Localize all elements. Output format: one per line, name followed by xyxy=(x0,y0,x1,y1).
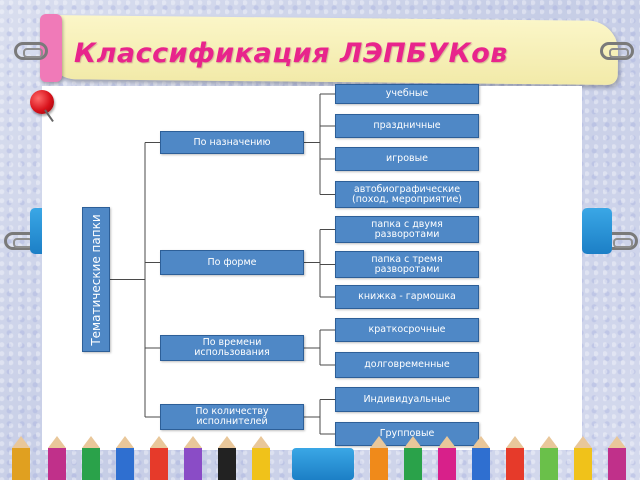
pencil-icon xyxy=(438,436,456,480)
group-node-usage-time: По времени использования xyxy=(160,335,304,361)
pencil-icon xyxy=(540,436,558,480)
pencil-icon xyxy=(404,436,422,480)
pencil-icon xyxy=(82,436,100,480)
root-node-label: Тематические папки xyxy=(89,213,103,346)
leaf-node-individual: Индивидуальные xyxy=(335,387,479,412)
pushpin-icon xyxy=(30,90,54,114)
leaf-node-two-spreads: папка с двумя разворотами xyxy=(335,216,479,243)
leaf-node-autobiographical: автобиографические (поход, мероприятие) xyxy=(335,181,479,208)
pencil-icon xyxy=(218,436,236,480)
right-blue-tab xyxy=(582,208,612,254)
leaf-node-long-term: долговременные xyxy=(335,352,479,378)
group-node-purpose: По назначению xyxy=(160,131,304,154)
pencil-icon xyxy=(574,436,592,480)
paperclip-icon xyxy=(14,42,48,60)
leaf-node-three-spreads: папка с тремя разворотами xyxy=(335,251,479,278)
leaf-node-educational: учебные xyxy=(335,84,479,104)
paperclip-icon xyxy=(600,42,634,60)
pencil-icon xyxy=(370,436,388,480)
pencil-stand xyxy=(292,448,354,480)
leaf-node-accordion-book: книжка - гармошка xyxy=(335,285,479,309)
pencil-icon xyxy=(252,436,270,480)
pencil-icon xyxy=(608,436,626,480)
pencil-icon xyxy=(12,436,30,480)
pencils-decoration xyxy=(0,436,640,480)
root-node: Тематические папки xyxy=(82,207,110,352)
pencil-icon xyxy=(150,436,168,480)
pencil-icon xyxy=(472,436,490,480)
pencil-icon xyxy=(184,436,202,480)
group-node-form: По форме xyxy=(160,250,304,275)
pencil-icon xyxy=(48,436,66,480)
pencil-icon xyxy=(116,436,134,480)
banner-ribbon-tab xyxy=(40,14,62,82)
group-node-performers: По количеству исполнителей xyxy=(160,404,304,430)
leaf-node-short-term: краткосрочные xyxy=(335,318,479,342)
slide-content-area xyxy=(42,86,582,450)
page-title: Классификация ЛЭПБУКов xyxy=(74,38,508,69)
pencil-icon xyxy=(506,436,524,480)
leaf-node-game: игровые xyxy=(335,147,479,171)
leaf-node-holiday: праздничные xyxy=(335,114,479,138)
